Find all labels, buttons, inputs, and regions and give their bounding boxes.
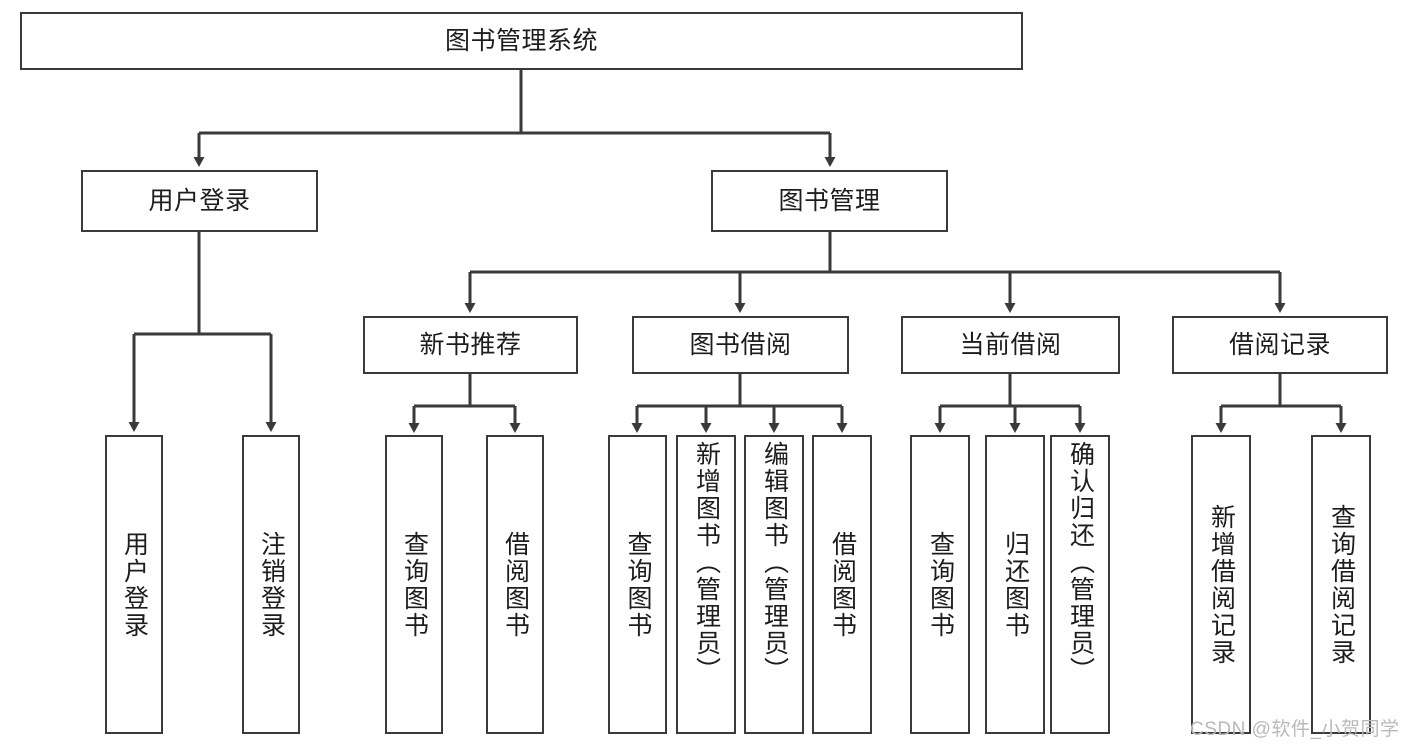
node-leaf-query-book-brw[interactable]: 查询图书 (608, 435, 667, 734)
node-leaf-return-book-label: 归还图书 (1001, 530, 1030, 639)
node-leaf-query-record-label: 查询借阅记录 (1327, 503, 1356, 666)
node-root-label: 图书管理系统 (444, 26, 598, 55)
node-leaf-add-book[interactable]: 新增图书（管理员） (676, 435, 736, 734)
node-leaf-edit-book-label: 编辑图书（管理员） (760, 441, 789, 684)
node-leaf-user-login[interactable]: 用户登录 (105, 435, 163, 734)
node-leaf-borrow-book-rec[interactable]: 借阅图书 (486, 435, 544, 734)
node-leaf-edit-book[interactable]: 编辑图书（管理员） (744, 435, 804, 734)
node-book-manage[interactable]: 图书管理 (711, 170, 948, 232)
node-leaf-return-book[interactable]: 归还图书 (985, 435, 1045, 734)
node-book-manage-label: 图书管理 (778, 186, 881, 215)
node-leaf-borrow-book-brw[interactable]: 借阅图书 (812, 435, 872, 734)
node-leaf-confirm-return-label: 确认归还（管理员） (1066, 441, 1095, 684)
node-leaf-borrow-book-rec-label: 借阅图书 (501, 530, 530, 639)
node-leaf-query-book-cur[interactable]: 查询图书 (910, 435, 970, 734)
node-leaf-logout[interactable]: 注销登录 (242, 435, 300, 734)
node-root[interactable]: 图书管理系统 (20, 12, 1023, 70)
node-leaf-query-book-rec[interactable]: 查询图书 (385, 435, 443, 734)
node-leaf-query-record[interactable]: 查询借阅记录 (1311, 435, 1371, 734)
node-current-borrow[interactable]: 当前借阅 (901, 316, 1120, 374)
node-leaf-add-record[interactable]: 新增借阅记录 (1191, 435, 1251, 734)
node-current-borrow-label: 当前借阅 (959, 330, 1062, 359)
node-leaf-user-login-label: 用户登录 (120, 530, 149, 639)
node-borrow-record-label: 借阅记录 (1228, 330, 1331, 359)
node-leaf-query-book-cur-label: 查询图书 (926, 530, 955, 639)
csdn-watermark: CSDN @软件_小贺同学 (1190, 719, 1400, 740)
node-leaf-query-book-rec-label: 查询图书 (400, 530, 429, 639)
node-leaf-query-book-brw-label: 查询图书 (624, 530, 652, 639)
node-book-borrow-label: 图书借阅 (689, 330, 792, 359)
node-user-login[interactable]: 用户登录 (81, 170, 318, 232)
node-borrow-record[interactable]: 借阅记录 (1172, 316, 1388, 374)
node-book-borrow[interactable]: 图书借阅 (632, 316, 849, 374)
node-leaf-borrow-book-brw-label: 借阅图书 (828, 530, 857, 639)
node-leaf-confirm-return[interactable]: 确认归还（管理员） (1050, 435, 1110, 734)
node-user-login-label: 用户登录 (148, 186, 251, 215)
node-new-book-recommend-label: 新书推荐 (419, 330, 522, 359)
node-leaf-add-book-label: 新增图书（管理员） (692, 441, 721, 684)
node-leaf-logout-label: 注销登录 (257, 530, 286, 639)
node-leaf-add-record-label: 新增借阅记录 (1207, 503, 1236, 666)
node-new-book-recommend[interactable]: 新书推荐 (363, 316, 578, 374)
